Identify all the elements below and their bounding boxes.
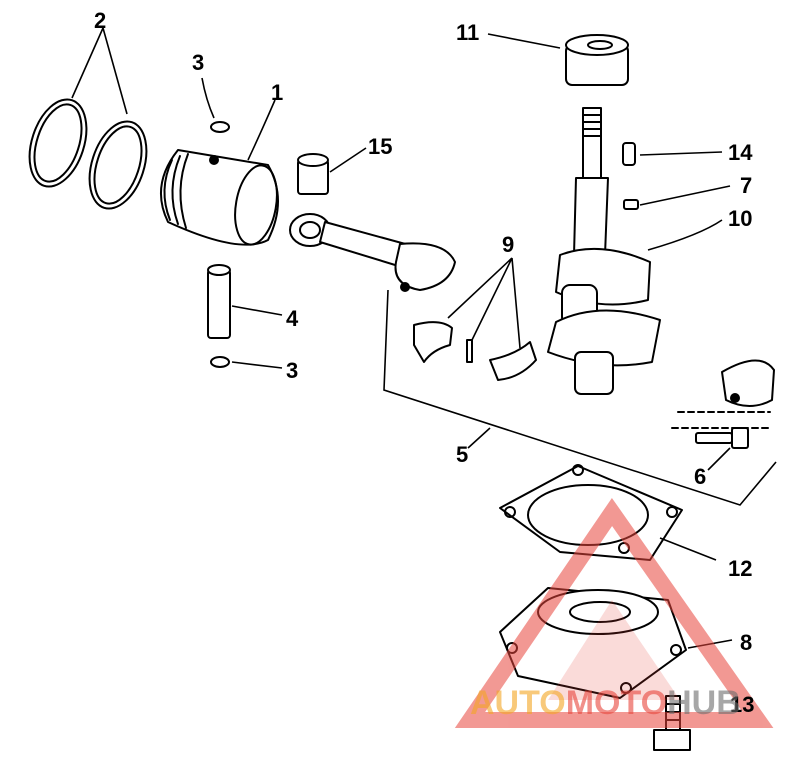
piston-ring-left [28, 98, 88, 188]
connecting-rod [289, 213, 456, 292]
leader-12 [659, 537, 717, 561]
callout-13: 13 [730, 692, 754, 717]
rod-bolt [695, 427, 749, 449]
leader-11 [487, 33, 561, 49]
callout-8: 8 [740, 630, 752, 655]
crankshaft [547, 107, 661, 395]
callout-3-lower: 3 [286, 358, 298, 383]
watermark-triangle [454, 497, 774, 728]
leader-1 [247, 99, 276, 161]
crankshaft-collar [565, 34, 629, 86]
callout-15: 15 [368, 134, 392, 159]
leader-6 [707, 447, 731, 471]
pin-clip-upper [210, 121, 230, 133]
woodruff-key [622, 142, 636, 166]
callout-1: 1 [271, 80, 283, 105]
leader-4 [231, 305, 283, 316]
bearing-needle [466, 339, 473, 363]
leader-14 [639, 151, 723, 156]
needle-bearing [297, 153, 329, 195]
callout-10: 10 [728, 206, 752, 231]
leader-15 [329, 147, 367, 173]
leader-2 [71, 27, 128, 115]
pin-clip-lower [210, 356, 230, 368]
leader-10 [647, 219, 723, 251]
leader-3-upper [201, 77, 215, 119]
callout-5: 5 [456, 442, 468, 467]
bearing-half-right [489, 341, 537, 381]
callout-3-upper: 3 [192, 50, 204, 75]
wrist-pin [207, 264, 231, 339]
bearing-half-left [413, 321, 453, 363]
leader-7 [639, 185, 731, 206]
pin-key [623, 199, 639, 210]
watermark-hub: HUB [667, 684, 741, 722]
callout-14: 14 [728, 140, 753, 165]
rod-cap-dashes [671, 411, 771, 429]
callout-2: 2 [94, 8, 106, 33]
callout-7: 7 [740, 173, 752, 198]
watermark-auto: AUTO [470, 684, 566, 722]
callout-12: 12 [728, 556, 752, 581]
leader-5 [467, 427, 491, 449]
watermark-moto: MOTO [566, 684, 667, 722]
leader-9 [447, 257, 521, 349]
callout-4: 4 [286, 306, 299, 331]
piston [159, 149, 279, 246]
rod-cap [721, 359, 775, 407]
callout-6: 6 [694, 464, 706, 489]
callout-11: 11 [456, 20, 479, 45]
piston-ring-right [88, 120, 148, 210]
watermark-text: AUTOMOTOHUB [470, 684, 741, 722]
callout-9: 9 [502, 232, 514, 257]
leader-3-lower [231, 361, 283, 369]
rod-assembly-bracket [383, 289, 777, 506]
watermark-logo [454, 497, 774, 728]
